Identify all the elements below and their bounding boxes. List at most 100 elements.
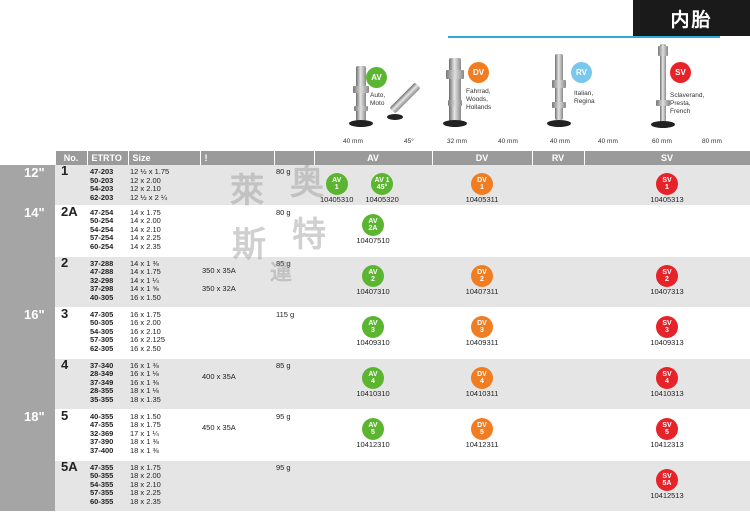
header-av: AV bbox=[314, 151, 433, 165]
badge-number: 5A bbox=[662, 479, 672, 487]
badge-type: AV bbox=[368, 421, 378, 429]
cell-line: 14 x 1.75 bbox=[130, 267, 161, 277]
valve-av-straight-illustration bbox=[346, 40, 376, 140]
rim-size bbox=[200, 205, 274, 257]
badge-number: 2 bbox=[665, 275, 669, 283]
cell-line: 50-203 bbox=[90, 175, 114, 185]
badge-type: DV bbox=[477, 319, 487, 327]
cell-line: 54-305 bbox=[90, 326, 114, 336]
cell-line: 28-355 bbox=[90, 386, 114, 396]
badge-number: 5 bbox=[665, 428, 669, 436]
cell-line: 37-400 bbox=[90, 445, 114, 455]
cell-line: 60-254 bbox=[90, 241, 114, 251]
page-title: 内胎 bbox=[633, 0, 750, 36]
badge-type: AV bbox=[332, 177, 342, 184]
part-code: 10409311 bbox=[465, 337, 499, 347]
header-weight bbox=[274, 151, 315, 165]
header-inch bbox=[0, 151, 56, 165]
tube-weight: 115 g bbox=[274, 307, 314, 359]
badge-type: AV bbox=[368, 319, 378, 327]
rim-size: 450 x 35A bbox=[200, 409, 274, 461]
cell-line: 62-203 bbox=[90, 192, 114, 202]
av-cell bbox=[314, 460, 432, 512]
cell-line: 14 x 1.75 bbox=[130, 207, 161, 217]
header-rim: ! bbox=[200, 151, 275, 165]
badge-number: 1 bbox=[665, 184, 669, 191]
cell-line: 57-305 bbox=[90, 335, 114, 345]
valve-length-dv: 32 mm bbox=[447, 138, 467, 145]
cell-line: 47-305 bbox=[90, 309, 114, 319]
cell-line: 50-254 bbox=[90, 216, 114, 226]
badge-number: 3 bbox=[371, 326, 375, 334]
badge-number: 3 bbox=[665, 326, 669, 334]
cell-line: 16 x 1 ⅜ bbox=[130, 377, 159, 387]
valve-length-sv-2: 80 mm bbox=[702, 138, 722, 145]
cell-line: 12 ½ x 1.75 bbox=[130, 167, 170, 176]
cell-line: 54-254 bbox=[90, 224, 114, 234]
part-code: 10410311 bbox=[465, 388, 499, 398]
tube-weight: 80 g bbox=[274, 205, 314, 257]
badge-number: 2A bbox=[368, 224, 378, 232]
badge-type: SV bbox=[662, 370, 672, 378]
header-size: Size bbox=[128, 151, 201, 165]
valve-sv-illustration bbox=[648, 42, 678, 134]
badge-type: DV bbox=[477, 177, 487, 184]
size-group-inch: 18" bbox=[0, 409, 55, 461]
rim-size: 400 x 35A bbox=[200, 358, 274, 410]
badge-number: 4 bbox=[371, 377, 375, 385]
rim-size bbox=[200, 460, 274, 512]
cell-line: 54-355 bbox=[90, 479, 114, 489]
size-group-inch bbox=[0, 358, 55, 410]
part-code: 10405320 bbox=[365, 195, 399, 204]
cell-line: 37-298 bbox=[90, 284, 114, 294]
cell-line: 50-305 bbox=[90, 318, 114, 328]
part-code: 10405313 bbox=[650, 195, 684, 204]
size-group-inch: 16" bbox=[0, 307, 55, 359]
cell-line: 18 x 1.75 bbox=[130, 420, 161, 430]
cell-line: 60-355 bbox=[90, 496, 114, 506]
badge-type: DV bbox=[477, 268, 487, 276]
valve-badge-rv: RV bbox=[571, 62, 592, 83]
badge-type: AV bbox=[368, 268, 378, 276]
cell-line: 18 x 2.25 bbox=[130, 488, 161, 498]
accent-line bbox=[448, 36, 720, 38]
badge-number: 3 bbox=[480, 326, 484, 334]
tube-number: 5A bbox=[55, 460, 87, 512]
badge-number: 45° bbox=[376, 184, 388, 191]
cell-line: 37-390 bbox=[90, 437, 114, 447]
badge-number: 2 bbox=[371, 275, 375, 283]
tube-weight: 85 g bbox=[274, 256, 314, 308]
